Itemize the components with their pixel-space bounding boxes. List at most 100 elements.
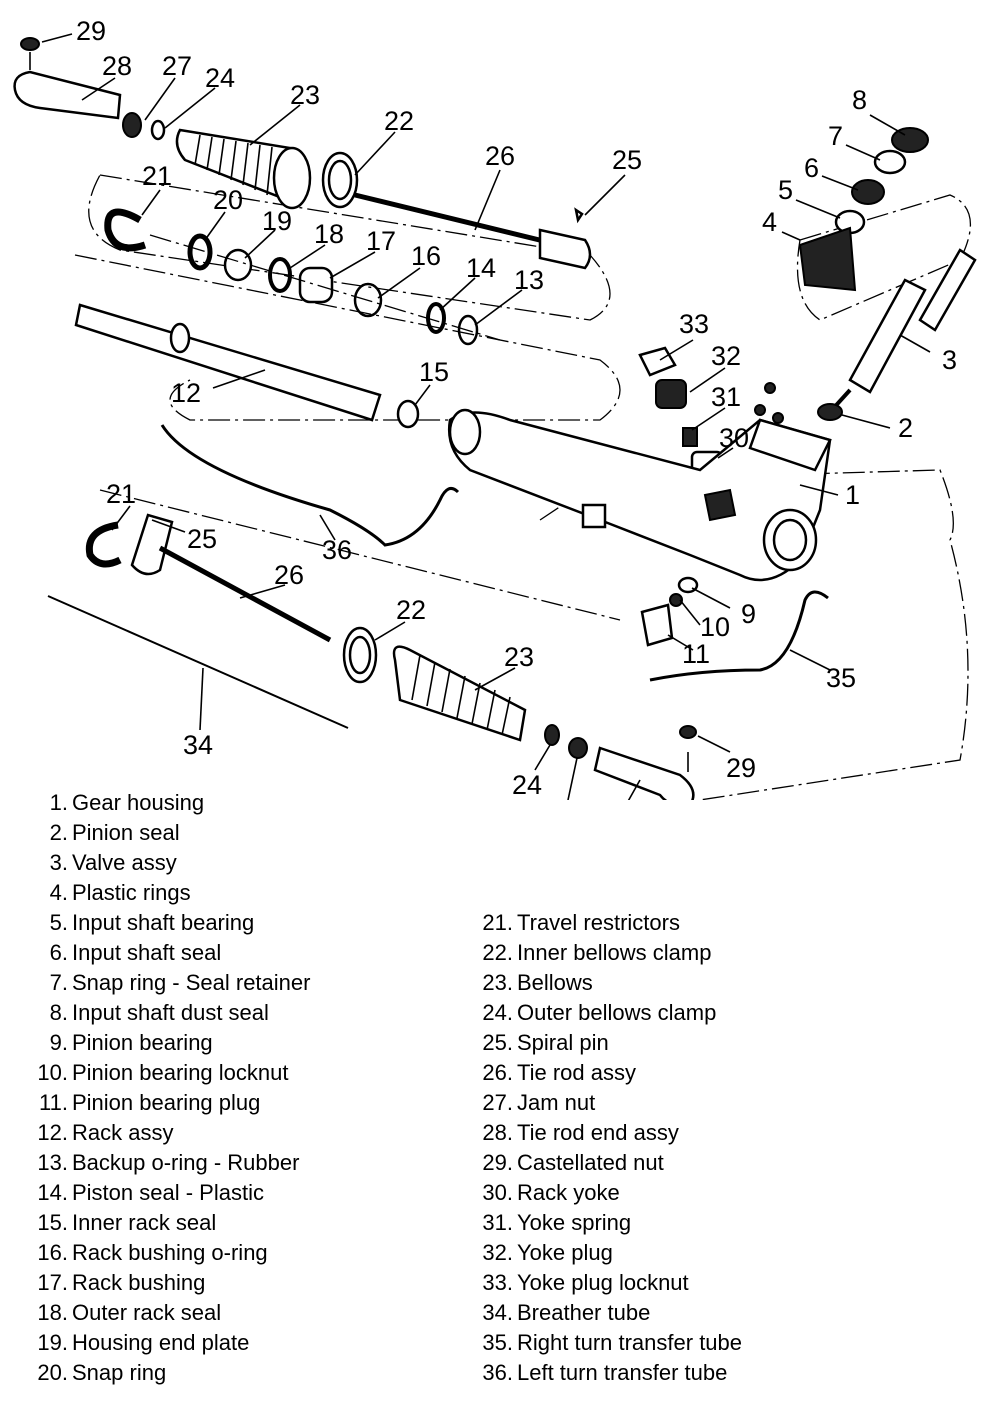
legend-item-label: Breather tube	[517, 1300, 651, 1325]
legend-item: 28.Tie rod end assy	[465, 1118, 742, 1148]
legend-item: 22.Inner bellows clamp	[465, 938, 742, 968]
legend-item-label: Rack yoke	[517, 1180, 620, 1205]
callout-4: 4	[762, 207, 777, 237]
seal-rings-row	[104, 208, 501, 346]
yoke-parts	[638, 346, 784, 476]
legend-item: 18.Outer rack seal	[20, 1298, 310, 1328]
leader-lines	[41, 33, 931, 800]
legend-item-label: Snap ring	[72, 1360, 167, 1385]
legend-item: 17.Rack bushing	[20, 1268, 310, 1298]
callout-14: 14	[466, 253, 496, 283]
callout-21: 21	[142, 161, 172, 191]
legend-item: 4.Plastic rings	[20, 878, 310, 908]
tie-rod-bottom	[47, 513, 349, 729]
legend-item-number: 14.	[37, 1180, 68, 1205]
legend-item: 7.Snap ring - Seal retainer	[20, 968, 311, 998]
legend-item: 6.Input shaft seal	[20, 938, 310, 968]
legend-item: 31.Yoke spring	[465, 1208, 742, 1238]
legend-item: 26.Tie rod assy	[465, 1058, 742, 1088]
legend-item-label: Outer bellows clamp	[517, 1000, 717, 1025]
legend-item-number: 15.	[37, 1210, 68, 1235]
bellows-top	[175, 128, 359, 210]
legend-item-label: Input shaft dust seal	[72, 1000, 269, 1025]
tie-rod-end-top	[13, 37, 166, 141]
legend-item: 12.Rack assy	[20, 1118, 310, 1148]
callout-17: 17	[366, 226, 396, 256]
legend-item-label: Snap ring - Seal retainer	[72, 970, 311, 995]
legend-item-number: 9.	[49, 1030, 68, 1055]
legend-item: 24.Outer bellows clamp	[465, 998, 742, 1028]
legend-item: 10.Pinion bearing locknut	[20, 1058, 310, 1088]
legend-item-label: Rack bushing o-ring	[72, 1240, 268, 1265]
legend-item-number: 2.	[49, 820, 68, 845]
legend-item-number: 17.	[37, 1270, 68, 1295]
legend-item-label: Rack assy	[72, 1120, 174, 1145]
legend-item-number: 8.	[49, 1000, 68, 1025]
callout-13: 13	[514, 265, 544, 295]
callout-5: 5	[778, 175, 793, 205]
legend-item: 13.Backup o-ring - Rubber	[20, 1148, 310, 1178]
bellows-bottom	[342, 626, 697, 800]
callout-29-lower: 29	[726, 753, 756, 783]
callout-11: 11	[682, 639, 710, 669]
legend-item-number: 4.	[49, 880, 68, 905]
legend-item-number: 31.	[482, 1210, 513, 1235]
legend-item-label: Bellows	[517, 970, 593, 995]
transfer-tubes	[160, 424, 829, 682]
tie-rod-top	[354, 192, 592, 270]
legend-item-number: 29.	[482, 1150, 513, 1175]
legend-item: 11.Pinion bearing plug	[20, 1088, 310, 1118]
callout-36: 36	[322, 535, 352, 565]
gear-housing	[447, 408, 832, 582]
callout-29: 29	[76, 16, 106, 46]
legend-item-label: Gear housing	[72, 790, 205, 815]
callout-9: 9	[741, 599, 756, 629]
legend-item-number: 26.	[482, 1060, 513, 1085]
legend-item-label: Outer rack seal	[72, 1300, 222, 1325]
callout-22-lower: 22	[396, 595, 426, 625]
legend-item-number: 3.	[49, 850, 68, 875]
legend-item-number: 7.	[49, 970, 68, 995]
legend-item-number: 23.	[482, 970, 513, 995]
legend-item-label: Backup o-ring - Rubber	[72, 1150, 300, 1175]
callout-21-lower: 21	[106, 479, 136, 509]
legend-item-number: 35.	[482, 1330, 513, 1355]
legend-item: 9.Pinion bearing	[20, 1028, 310, 1058]
legend-item: 23.Bellows	[465, 968, 742, 998]
legend-item: 33.Yoke plug locknut	[465, 1268, 742, 1298]
legend-item-label: Yoke plug locknut	[517, 1270, 689, 1295]
legend-item-label: Input shaft bearing	[72, 910, 255, 935]
callout-16: 16	[411, 241, 441, 271]
callout-35: 35	[826, 663, 856, 693]
callout-7: 7	[828, 121, 843, 151]
legend-item-number: 11.	[39, 1090, 68, 1115]
callout-26-lower: 26	[274, 560, 304, 590]
legend-item: 21.Travel restrictors	[465, 908, 742, 938]
callout-27: 27	[162, 51, 192, 81]
callout-32: 32	[711, 341, 741, 371]
callout-28: 28	[102, 51, 132, 81]
rack-assembly	[74, 303, 420, 429]
legend-item-number: 6.	[49, 940, 68, 965]
legend-item-number: 27.	[482, 1090, 513, 1115]
callout-25-lower: 25	[187, 524, 217, 554]
legend-item-number: 36.	[482, 1360, 513, 1385]
legend-item: 14.Piston seal - Plastic	[20, 1178, 310, 1208]
legend-item: 32.Yoke plug	[465, 1238, 742, 1268]
legend-item-label: Pinion seal	[72, 820, 180, 845]
legend-item: 36.Left turn transfer tube	[465, 1358, 742, 1388]
legend-item-number: 12.	[37, 1120, 68, 1145]
legend-item-label: Piston seal - Plastic	[72, 1180, 264, 1205]
legend-item-label: Pinion bearing	[72, 1030, 213, 1055]
callout-20: 20	[213, 185, 243, 215]
legend-item-label: Plastic rings	[72, 880, 191, 905]
callout-2: 2	[898, 413, 913, 443]
callout-24-lower: 24	[512, 770, 542, 800]
legend-item-label: Housing end plate	[72, 1330, 250, 1355]
legend-item: 15.Inner rack seal	[20, 1208, 310, 1238]
callout-18: 18	[314, 219, 344, 249]
legend-item: 20.Snap ring	[20, 1358, 310, 1388]
legend-item-number: 18.	[37, 1300, 68, 1325]
callout-10: 10	[700, 612, 730, 642]
